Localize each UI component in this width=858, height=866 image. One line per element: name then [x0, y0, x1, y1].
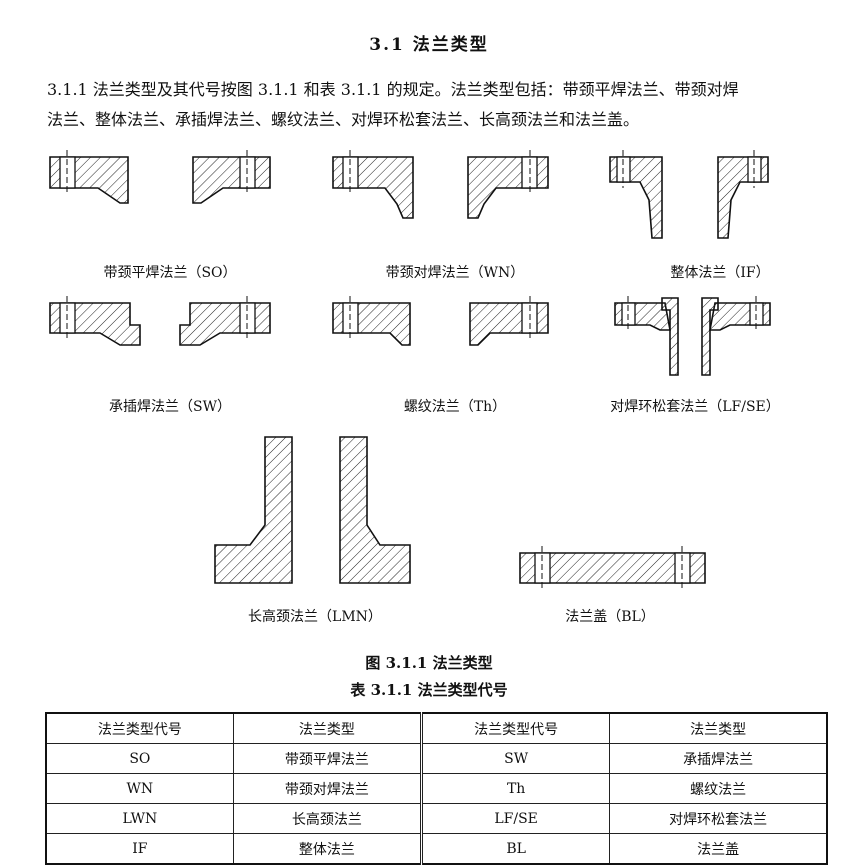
table-caption: 表 3.1.1 法兰类型代号 [350, 681, 508, 699]
table-cell: 带颈平焊法兰 [232, 743, 423, 774]
figure-label-bl: 法兰盖（BL） [565, 609, 655, 625]
flange-so-drawing [49, 156, 271, 204]
flange-lfse-drawing [614, 297, 771, 376]
flange-th-drawing [332, 302, 549, 346]
table-cell: IF [45, 833, 234, 865]
flange-type-table: 法兰类型代号 法兰类型 法兰类型代号 法兰类型 SO 带颈平焊法兰 SW 承插焊… [45, 712, 828, 865]
table-cell: BL [419, 833, 611, 865]
figure-label-sw: 承插焊法兰（SW） [109, 399, 231, 415]
table-cell: LWN [45, 803, 234, 834]
header-cell: 法兰类型代号 [45, 712, 234, 744]
table-cell: 整体法兰 [232, 833, 423, 865]
table-row: IF 整体法兰 BL 法兰盖 [45, 833, 828, 865]
table-cell: LF/SE [419, 803, 611, 834]
table-cell: SW [419, 743, 611, 774]
table-cell: Th [419, 773, 611, 804]
table-cell: SO [45, 743, 234, 774]
table-row: WN 带颈对焊法兰 Th 螺纹法兰 [45, 773, 828, 804]
figure-label-th: 螺纹法兰（Th） [403, 399, 507, 415]
flange-wn-drawing [332, 156, 549, 219]
header-cell: 法兰类型 [232, 712, 423, 744]
flange-lmn-drawing [214, 436, 411, 584]
table-cell: 长高颈法兰 [232, 803, 423, 834]
figure-caption: 图 3.1.1 法兰类型 [365, 654, 493, 672]
table-cell: 螺纹法兰 [609, 773, 828, 804]
flange-sw-drawing [49, 302, 271, 346]
header-cell: 法兰类型代号 [419, 712, 611, 744]
flange-bl-drawing [519, 552, 706, 584]
header-cell: 法兰类型 [609, 712, 828, 744]
flange-if-drawing [609, 156, 769, 239]
table-cell: 法兰盖 [609, 833, 828, 865]
table-row: SO 带颈平焊法兰 SW 承插焊法兰 [45, 743, 828, 774]
paragraph-line-1: 3.1.1 法兰类型及其代号按图 3.1.1 和表 3.1.1 的规定。法兰类型… [47, 80, 739, 99]
figure-label-lmn: 长高颈法兰（LMN） [248, 609, 382, 625]
paragraph-line-2: 法兰、整体法兰、承插焊法兰、螺纹法兰、对焊环松套法兰、长高颈法兰和法兰盖。 [47, 110, 640, 129]
table-header-row: 法兰类型代号 法兰类型 法兰类型代号 法兰类型 [45, 712, 828, 744]
table-cell: 对焊环松套法兰 [609, 803, 828, 834]
table-row: LWN 长高颈法兰 LF/SE 对焊环松套法兰 [45, 803, 828, 834]
figure-label-if: 整体法兰（IF） [670, 265, 770, 281]
figure-label-lfse: 对焊环松套法兰（LF/SE） [610, 399, 780, 415]
figure-label-so: 带颈平焊法兰（SO） [103, 265, 237, 281]
table-cell: 承插焊法兰 [609, 743, 828, 774]
table-cell: 带颈对焊法兰 [232, 773, 423, 804]
table-cell: WN [45, 773, 234, 804]
figure-label-wn: 带颈对焊法兰（WN） [385, 265, 525, 281]
flange-figures [49, 150, 771, 590]
section-title: 3.1 法兰类型 [369, 35, 489, 55]
